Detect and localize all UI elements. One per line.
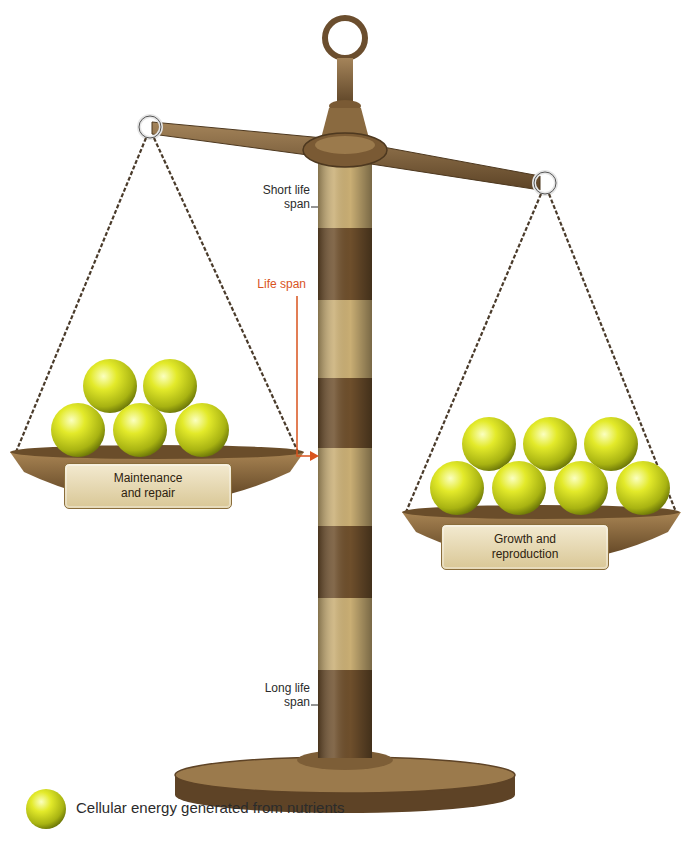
- beam-hub: [303, 133, 387, 167]
- energy-ball: [554, 461, 608, 515]
- energy-ball: [175, 403, 229, 457]
- hanger-ring-edge: [139, 116, 161, 138]
- plaque-text: Growth and reproduction: [481, 532, 569, 562]
- pan-plaque: Growth and reproduction: [441, 524, 609, 570]
- post: [318, 150, 372, 758]
- scale-mark: Long life span: [260, 682, 310, 710]
- pan-plaque: Maintenance and repair: [64, 463, 232, 509]
- hanger-ring: [139, 116, 161, 138]
- energy-ball: [143, 359, 197, 413]
- energy-ball: [430, 461, 484, 515]
- energy-ball: [523, 417, 577, 471]
- legend-entry: Cellular energy generated from nutrients: [76, 799, 344, 817]
- hanger-ring: [534, 172, 556, 194]
- beam: [152, 122, 540, 190]
- neck: [337, 58, 353, 106]
- energy-ball: [492, 461, 546, 515]
- tick: [311, 207, 318, 208]
- pan-bowl: [10, 452, 304, 504]
- post-shading: [318, 150, 372, 758]
- leader-line: [297, 296, 311, 456]
- energy-ball: [462, 417, 516, 471]
- plaque-text: Maintenance and repair: [104, 471, 192, 501]
- left-pan: [10, 138, 304, 504]
- legend-text: Cellular energy generated from nutrients: [76, 799, 344, 816]
- energy-ball: [113, 403, 167, 457]
- energy-ball: [83, 359, 137, 413]
- scale-mark: Short life span: [260, 184, 310, 212]
- energy-ball: [616, 461, 670, 515]
- energy-ball: [51, 403, 105, 457]
- legend-ball: [26, 789, 66, 829]
- right-pan: [402, 194, 681, 562]
- beam-hub-top: [315, 136, 375, 154]
- tick: [311, 705, 318, 706]
- arrowhead: [310, 451, 319, 461]
- top-ring: [325, 18, 365, 58]
- chain: [549, 194, 676, 512]
- energy-ball: [584, 417, 638, 471]
- pointer-label: Life span: [246, 278, 306, 292]
- hanger-ring-edge: [534, 172, 556, 194]
